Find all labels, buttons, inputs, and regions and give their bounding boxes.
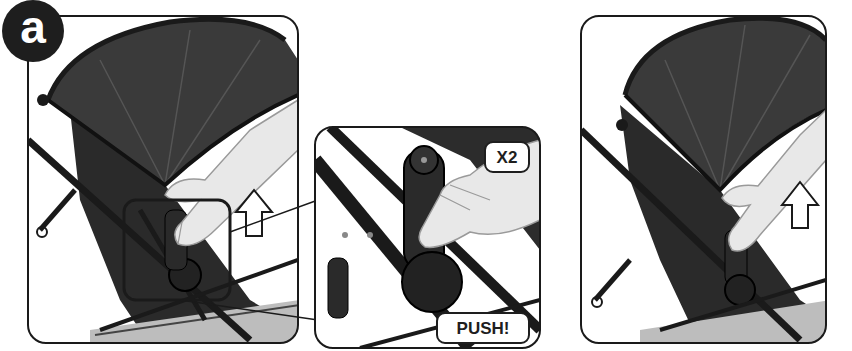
step-badge: a bbox=[2, 0, 64, 62]
zoom-scene bbox=[315, 127, 540, 348]
right-scene bbox=[581, 16, 826, 343]
node-text: a bbox=[20, 4, 46, 50]
left-scene bbox=[28, 16, 298, 343]
node-text: PUSH! bbox=[457, 320, 510, 337]
action-tag: PUSH! bbox=[436, 312, 530, 344]
repeat-tag: X2 bbox=[484, 141, 530, 173]
node-text: X2 bbox=[497, 149, 518, 166]
